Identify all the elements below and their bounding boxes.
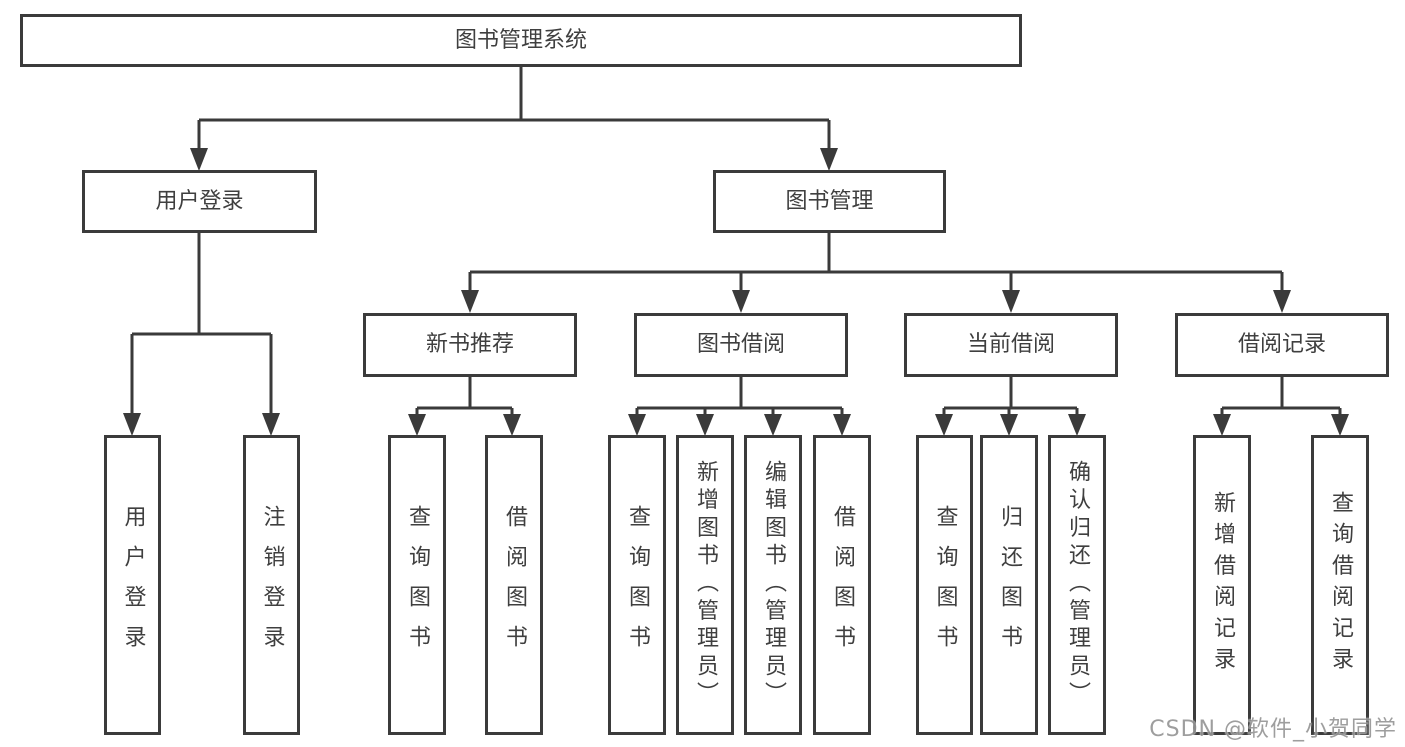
leaf-borrow-book-2: 借阅图书 [813,435,871,735]
node-user-login: 用户登录 [82,170,317,233]
arrowhead [628,414,646,436]
leaf-logout: 注销登录 [243,435,300,735]
node-label: 借阅记录 [1237,332,1326,357]
node-label: 新增借阅记录 [1210,491,1235,679]
node-borrowing-records: 借阅记录 [1175,313,1389,377]
leaf-return-book: 归还图书 [980,435,1038,735]
node-label: 查询图书 [405,504,430,666]
arrowhead [764,414,782,436]
arrowhead [503,414,521,436]
arrowhead [1000,414,1018,436]
node-label: 确认归还（管理员） [1065,460,1090,710]
node-label: 注销登录 [259,504,285,666]
node-label: 用户登录 [155,188,244,214]
arrowhead [1331,414,1349,436]
node-label: 图书管理 [785,188,874,214]
leaf-add-borrow-record: 新增借阅记录 [1193,435,1251,735]
connector-current-borrowing-branch [935,377,1086,436]
leaf-confirm-return-admin: 确认归还（管理员） [1048,435,1106,735]
node-label: 查询图书 [625,504,650,666]
arrowhead [408,414,426,436]
node-label: 图书管理系统 [454,27,587,53]
leaf-user-login: 用户登录 [104,435,161,735]
connector-user-login-branch [123,233,280,436]
arrowhead [1002,290,1020,313]
leaf-query-book-2: 查询图书 [608,435,666,735]
arrowhead [461,290,479,313]
arrowhead [1068,414,1086,436]
arrowhead [732,290,750,313]
connector-book-borrowing-branch [628,377,851,436]
node-label: 查询图书 [932,504,958,666]
node-root-system: 图书管理系统 [20,14,1022,67]
node-current-borrowing: 当前借阅 [904,313,1118,377]
connector-borrowing-records-branch [1213,377,1349,436]
node-book-management: 图书管理 [713,170,946,233]
arrowhead [1273,290,1291,313]
connector-root-to-level2 [190,67,838,171]
node-label: 归还图书 [997,504,1022,666]
arrowhead [190,148,208,171]
node-label: 借阅图书 [830,504,855,666]
node-label: 当前借阅 [966,332,1055,357]
watermark: CSDN @软件_小贺同学 [1149,717,1397,742]
node-label: 查询借阅记录 [1328,491,1353,679]
node-label: 新书推荐 [425,332,514,357]
node-label: 借阅图书 [502,504,527,666]
connector-book-management-branch [461,233,1291,313]
leaf-query-book-3: 查询图书 [916,435,973,735]
leaf-query-borrow-record: 查询借阅记录 [1311,435,1369,735]
leaf-edit-book-admin: 编辑图书（管理员） [744,435,802,735]
arrowhead [696,414,714,436]
arrowhead [262,413,280,436]
node-label: 图书借阅 [696,332,785,357]
node-new-book-recommend: 新书推荐 [363,313,577,377]
arrowhead [1213,414,1231,436]
node-label: 编辑图书（管理员） [761,460,786,710]
connector-new-book-branch [408,377,521,436]
leaf-add-book-admin: 新增图书（管理员） [676,435,734,735]
leaf-borrow-book-1: 借阅图书 [485,435,543,735]
arrowhead [833,414,851,436]
node-label: 新增图书（管理员） [693,460,718,710]
node-book-borrowing: 图书借阅 [634,313,848,377]
arrowhead [935,414,953,436]
leaf-query-book-1: 查询图书 [388,435,446,735]
node-label: 用户登录 [120,504,146,666]
arrowhead [820,148,838,171]
arrowhead [123,413,141,436]
